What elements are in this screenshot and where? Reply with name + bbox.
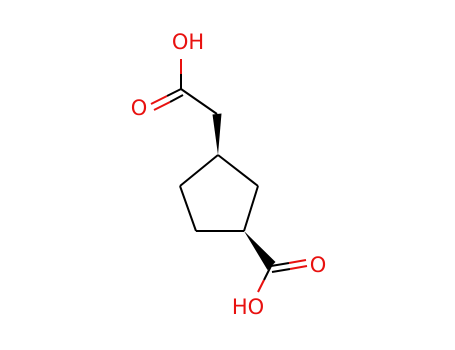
carboxylic-acid-substituent bbox=[244, 231, 308, 293]
ring-bond-c1-c2 bbox=[217, 154, 259, 187]
double-bond-top-line-b-oxygen bbox=[153, 101, 171, 111]
double-bond-bottom-line-a-oxygen bbox=[288, 259, 307, 264]
label-bottom-hydroxyl: HO bbox=[232, 295, 264, 319]
double-bond-bottom-line-b-oxygen bbox=[289, 265, 308, 270]
double-bond-bottom-line-b bbox=[271, 268, 291, 273]
ring-bond-c5-c1 bbox=[179, 154, 219, 187]
acetic-acid-substituent bbox=[150, 59, 222, 155]
label-top-hydroxyl: OH bbox=[172, 30, 204, 54]
cyclopentane-ring bbox=[179, 154, 259, 232]
double-bond-top-line-a bbox=[166, 88, 182, 97]
double-bond-top-line-b bbox=[169, 94, 184, 103]
label-top-carbonyl-oxygen: O bbox=[131, 96, 148, 120]
label-bottom-carbonyl-oxygen: O bbox=[310, 253, 327, 277]
bond-carboxyl-carbon-to-ho bbox=[263, 265, 272, 281]
double-bond-bottom-line-a bbox=[270, 262, 290, 267]
wedge-bond-ring-to-ch2 bbox=[212, 113, 222, 155]
ring-bond-c2-c3 bbox=[243, 185, 259, 232]
bond-ho-segment bbox=[257, 279, 265, 293]
wedge-bond-ring-to-carboxyl bbox=[244, 231, 276, 270]
double-bond-top-line-a-oxygen bbox=[150, 95, 168, 105]
ring-bond-c4-c5 bbox=[179, 185, 197, 232]
bond-ch2-to-carboxyl-carbon bbox=[180, 88, 218, 115]
